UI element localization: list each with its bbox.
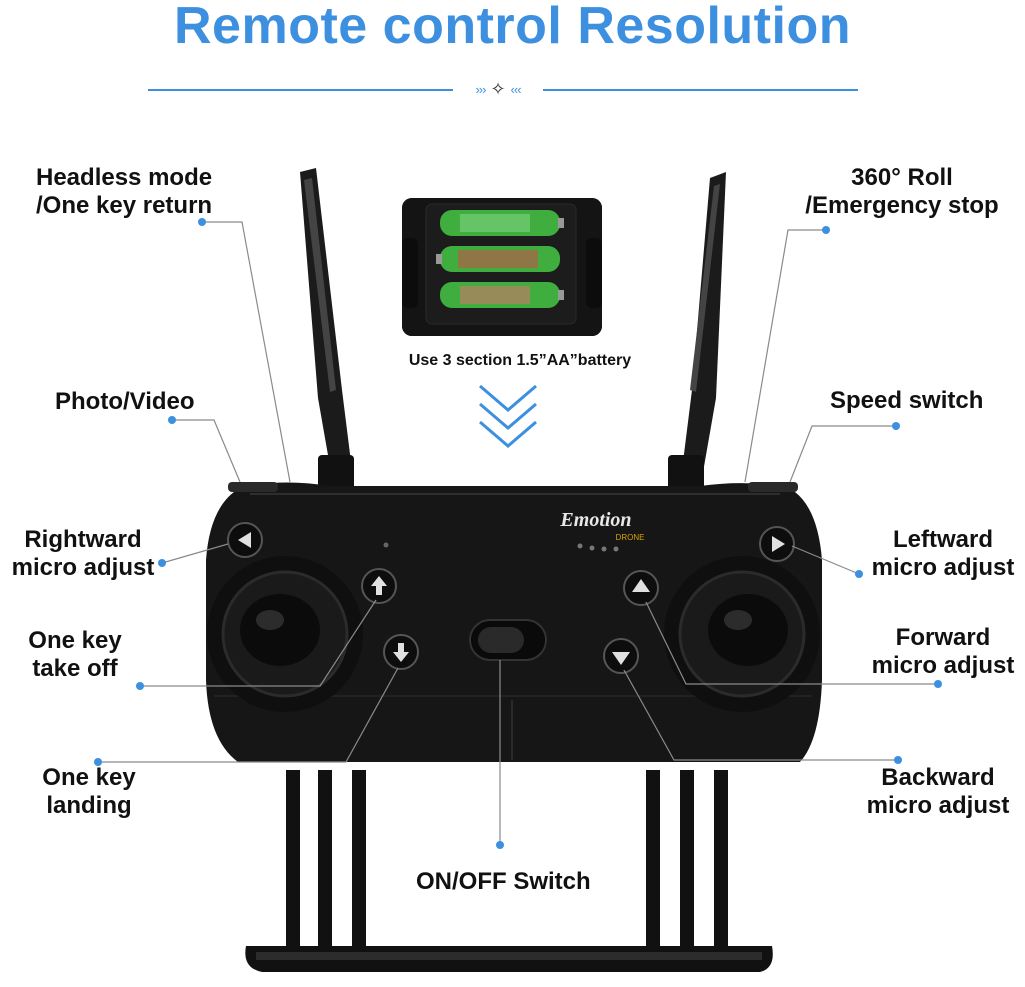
label-forward-line1: Forward bbox=[895, 624, 991, 651]
leader-line-forward bbox=[645, 601, 938, 685]
label-take-off: One key take off bbox=[14, 627, 136, 683]
label-speed-switch: Speed switch bbox=[830, 387, 984, 414]
photo-video-button[interactable] bbox=[228, 482, 278, 492]
leader-dot bbox=[934, 680, 942, 688]
label-roll-line2: /Emergency stop bbox=[805, 192, 999, 219]
rightward-trim-button[interactable] bbox=[227, 522, 263, 558]
label-backward-line1: Backward bbox=[881, 764, 995, 791]
label-forward: Forward micro adjust bbox=[866, 624, 1020, 680]
label-rightward-line2: micro adjust bbox=[11, 554, 155, 581]
label-backward: Backward micro adjust bbox=[856, 764, 1020, 820]
label-leftward-line1: Leftward bbox=[892, 526, 993, 553]
power-switch[interactable] bbox=[469, 619, 547, 661]
label-landing-line2: landing bbox=[46, 792, 132, 819]
leader-line-photo bbox=[172, 419, 241, 483]
battery-note: Use 3 section 1.5”AA”battery bbox=[408, 352, 632, 369]
leader-dot bbox=[136, 682, 144, 690]
label-backward-line2: micro adjust bbox=[866, 792, 1010, 819]
leader-dot bbox=[198, 218, 206, 226]
landing-button[interactable] bbox=[383, 634, 419, 670]
speed-switch-button[interactable] bbox=[748, 482, 798, 492]
leader-dot bbox=[855, 570, 863, 578]
leader-dot bbox=[892, 422, 900, 430]
battery-cell bbox=[436, 246, 560, 272]
drone-icon: ✧ bbox=[490, 78, 506, 99]
phone-stand bbox=[245, 770, 773, 972]
page-title: Remote control Resolution bbox=[174, 0, 851, 55]
leader-lines bbox=[98, 221, 938, 845]
label-leftward: Leftward micro adjust bbox=[866, 526, 1020, 582]
leader-dot bbox=[496, 841, 504, 849]
label-takeoff-line1: One key bbox=[28, 627, 122, 654]
leader-line-takeoff bbox=[140, 599, 377, 687]
battery-compartment-photo bbox=[402, 198, 602, 336]
label-roll-line1: 360° Roll bbox=[851, 164, 953, 191]
battery-cell bbox=[440, 282, 564, 308]
right-antenna bbox=[668, 172, 726, 491]
leader-dot bbox=[94, 758, 102, 766]
down-chevrons-icon bbox=[479, 384, 537, 448]
label-headless-line1: Headless mode bbox=[36, 164, 213, 191]
leader-line-landing bbox=[98, 667, 399, 763]
leader-dots bbox=[94, 218, 942, 849]
label-on-off-switch: ON/OFF Switch bbox=[416, 868, 591, 895]
chevrons-left-icon: ‹‹‹ bbox=[510, 81, 522, 97]
brand-sub: DRONE bbox=[616, 533, 645, 542]
label-rightward-line1: Rightward bbox=[24, 526, 142, 553]
leader-line-backward bbox=[623, 669, 898, 761]
leader-line-headless bbox=[202, 221, 291, 483]
battery-cell bbox=[440, 210, 564, 236]
label-360-roll: 360° Roll /Emergency stop bbox=[790, 164, 1014, 220]
backward-trim-button[interactable] bbox=[603, 638, 639, 674]
label-rightward: Rightward micro adjust bbox=[4, 526, 162, 582]
left-antenna bbox=[300, 168, 354, 491]
brand-logo: Emotion bbox=[559, 509, 631, 531]
leader-dot bbox=[168, 416, 176, 424]
leader-line-roll bbox=[744, 229, 826, 483]
leader-dot bbox=[894, 756, 902, 764]
leader-line-leftward bbox=[791, 545, 860, 575]
right-joystick[interactable] bbox=[664, 556, 820, 712]
leftward-trim-button[interactable] bbox=[759, 526, 795, 562]
label-landing: One key landing bbox=[28, 764, 150, 820]
indicator-led bbox=[383, 542, 389, 548]
leader-line-rightward bbox=[161, 543, 229, 564]
label-leftward-line2: micro adjust bbox=[871, 554, 1015, 581]
status-leds bbox=[577, 543, 619, 552]
label-landing-line1: One key bbox=[42, 764, 136, 791]
divider-ornament: ››› ✧ ‹‹‹ bbox=[453, 77, 543, 101]
leader-line-speed bbox=[789, 425, 896, 483]
takeoff-button[interactable] bbox=[361, 568, 397, 604]
label-headless-line2: /One key return bbox=[36, 192, 213, 219]
divider-line-left bbox=[148, 89, 453, 91]
chevrons-right-icon: ››› bbox=[475, 81, 486, 97]
left-joystick[interactable] bbox=[207, 556, 363, 712]
label-forward-line2: micro adjust bbox=[871, 652, 1015, 679]
label-headless-mode: Headless mode /One key return bbox=[36, 164, 212, 220]
leader-dot bbox=[822, 226, 830, 234]
divider-line-right bbox=[543, 89, 858, 91]
forward-trim-button[interactable] bbox=[623, 570, 659, 606]
leader-dot bbox=[158, 559, 166, 567]
label-takeoff-line2: take off bbox=[32, 655, 118, 682]
label-photo-video: Photo/Video bbox=[55, 388, 195, 415]
